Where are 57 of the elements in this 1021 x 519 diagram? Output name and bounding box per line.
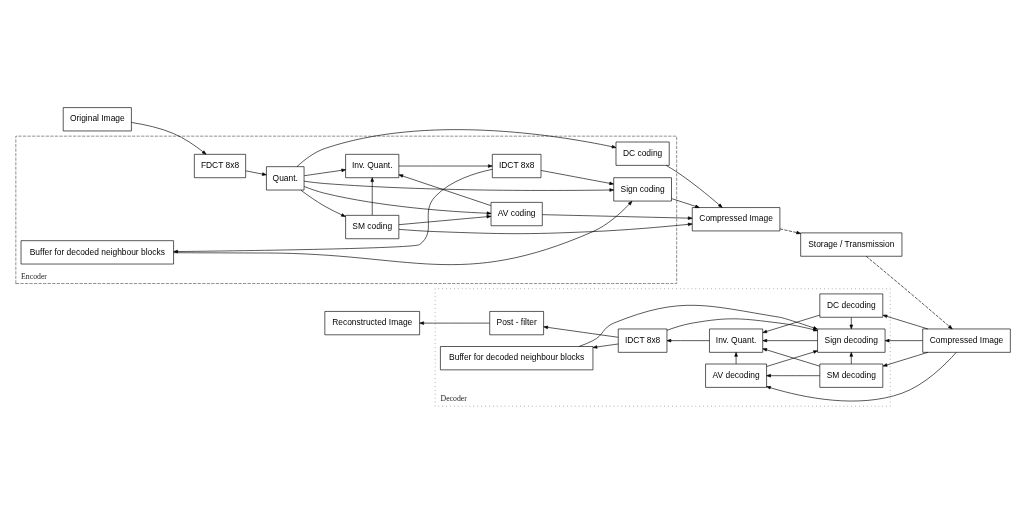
node-box: DC decoding [819, 293, 884, 318]
node-box: Buffer for decoded neighbour blocks [20, 240, 174, 265]
arrow [766, 350, 818, 367]
arrow [131, 122, 207, 155]
node-box: Original Image [62, 107, 132, 132]
node-box: SM decoding [819, 363, 884, 388]
node-box: AV coding [490, 202, 543, 227]
arrow [370, 177, 374, 216]
node-box: Sign decoding [817, 328, 886, 353]
arrow [592, 343, 619, 349]
node-box: Storage / Transmission [800, 232, 903, 257]
node-box: IDCT 8x8 [617, 328, 668, 353]
node-box: Buffer for decoded neighbour blocks [440, 346, 594, 371]
arrow [173, 200, 633, 265]
node-box: Inv. Quant. [709, 328, 764, 353]
node-box: Sign coding [613, 177, 672, 202]
arrow [882, 352, 929, 367]
arrow [766, 352, 957, 402]
node-box: Reconstructed Image [324, 311, 420, 336]
arrow [779, 228, 801, 235]
arrow [665, 165, 723, 208]
arrow [296, 129, 617, 167]
arrow [300, 189, 346, 217]
arrow [542, 214, 693, 220]
node-box: Post - filter [489, 311, 544, 336]
arrow [419, 321, 490, 325]
arrow [884, 338, 923, 343]
arrow [543, 325, 619, 338]
arrow [303, 180, 614, 192]
arrow [766, 374, 821, 378]
arrow [398, 164, 493, 168]
arrow [245, 170, 267, 176]
arrow [303, 168, 346, 177]
arrow [882, 314, 929, 330]
node-box: Compressed Image [922, 328, 1011, 353]
arrow [762, 338, 818, 343]
arrow [303, 186, 492, 215]
arrow [762, 348, 821, 367]
arrow [540, 170, 614, 185]
node-box: Quant. [266, 166, 305, 191]
arrow [666, 338, 710, 343]
arrow [398, 174, 492, 206]
arrow [865, 256, 953, 330]
node-box: AV decoding [705, 363, 767, 388]
arrow [398, 215, 492, 225]
arrow [671, 198, 700, 208]
node-box: Compressed Image [691, 207, 781, 232]
node-box: DC coding [615, 141, 670, 166]
arrow [398, 222, 693, 234]
node-box: IDCT 8x8 [492, 154, 542, 179]
node-box: SM coding [345, 215, 400, 240]
node-box: Inv. Quant. [345, 154, 400, 179]
arrow [734, 352, 738, 365]
arrow [849, 317, 853, 330]
arrow [173, 169, 493, 254]
node-box: FDCT 8x8 [194, 154, 246, 179]
arrow [849, 352, 853, 365]
